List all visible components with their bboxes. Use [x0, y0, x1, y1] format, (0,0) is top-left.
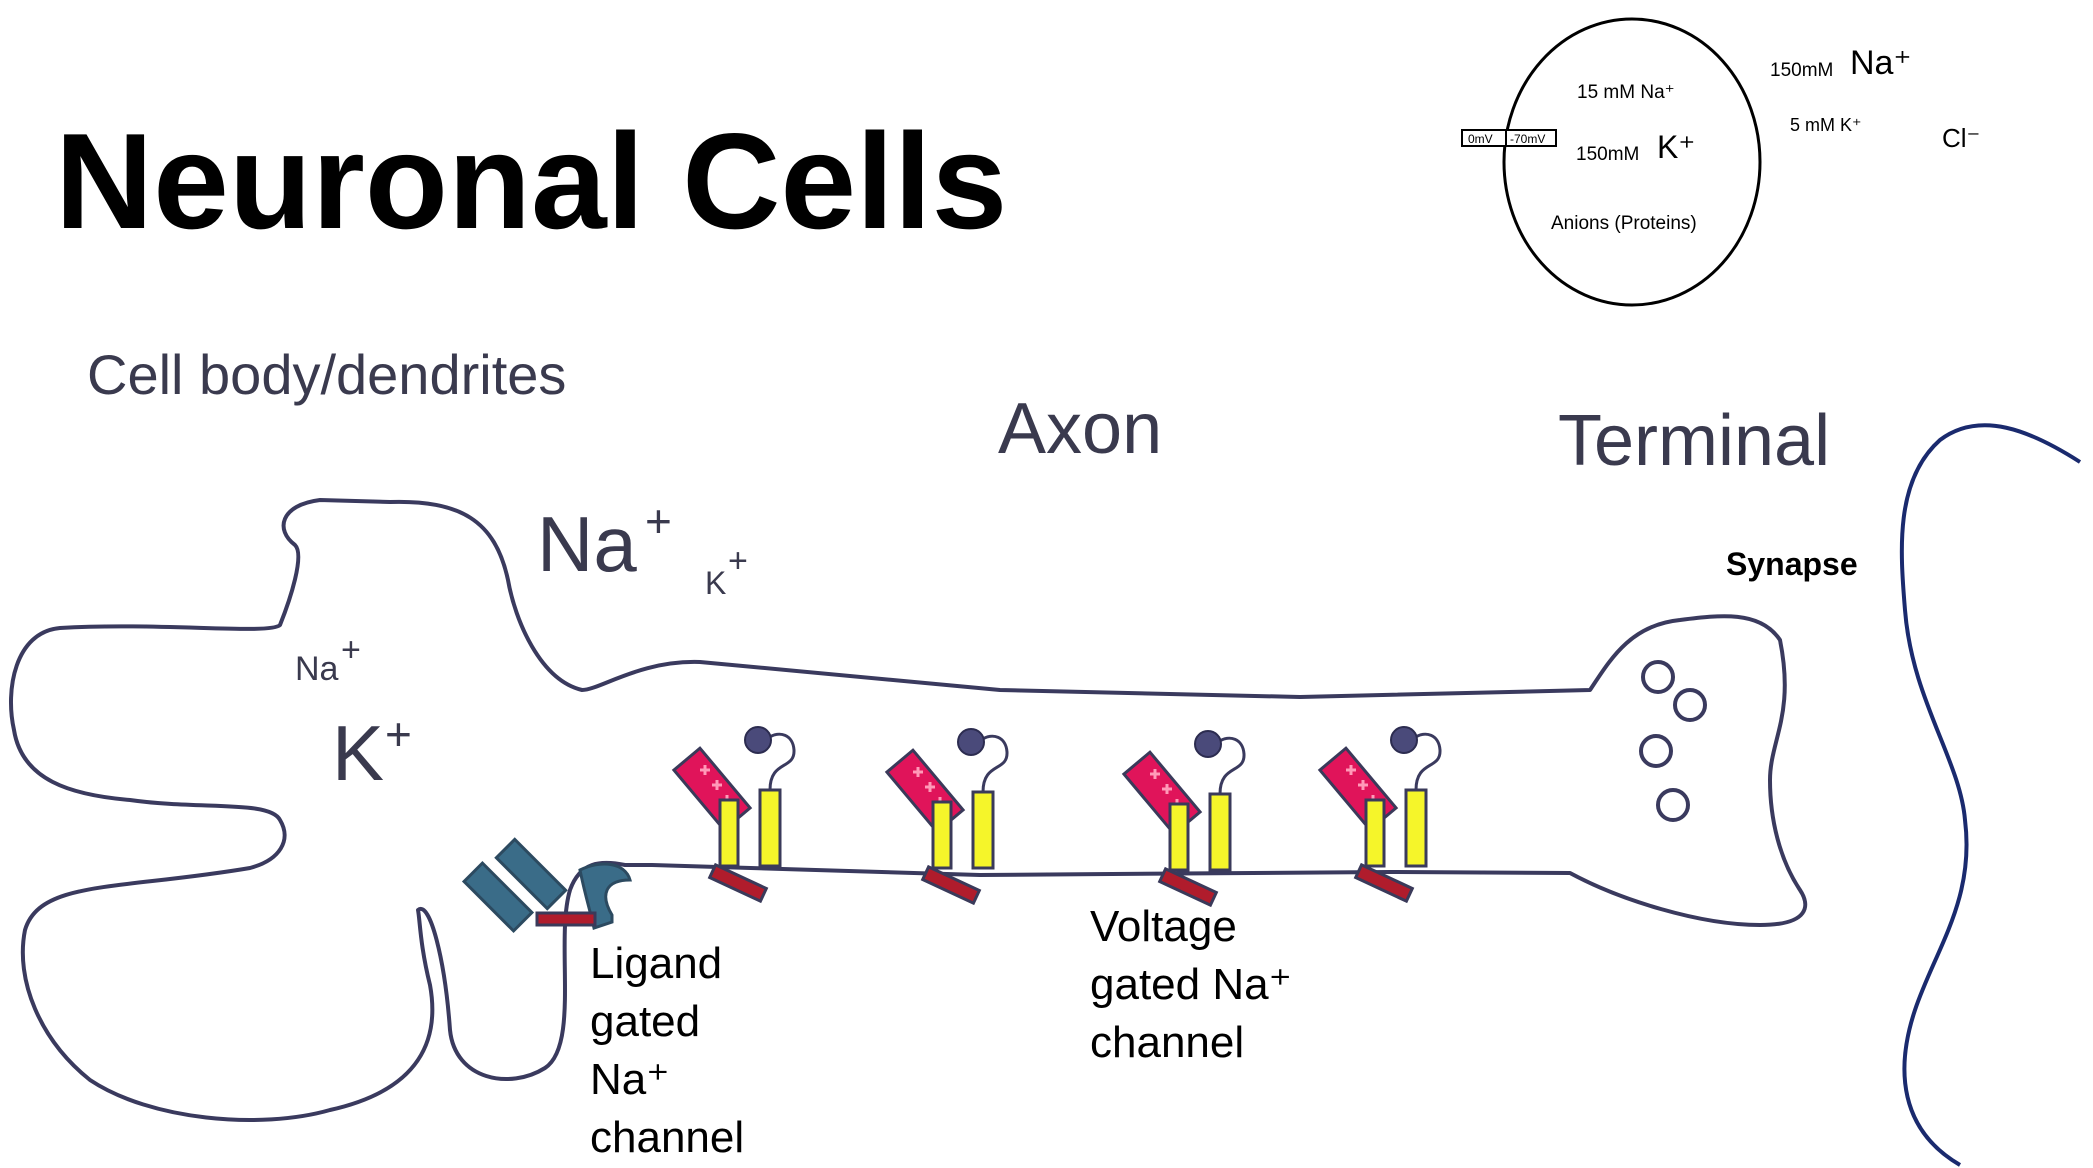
voltage-sensor-charges [700, 765, 732, 805]
channel-base [1157, 866, 1219, 908]
voltage-channel-label: Voltage gated Na⁺ channel [1090, 902, 1292, 1067]
pore-segment [718, 798, 740, 868]
voltage-sensor-charges [913, 767, 945, 807]
pore-segment [1364, 798, 1386, 868]
outside-k-charge: + [728, 542, 748, 580]
inactivation-ball [957, 728, 985, 756]
ligand-label-line: gated [590, 997, 700, 1046]
inside-k-charge: + [385, 708, 412, 760]
synapse-label: Synapse [1726, 546, 1858, 582]
ligand-label-line: Na⁺ [590, 1055, 669, 1104]
ligand-channel-subunit [461, 860, 535, 934]
voltage-label-line: Voltage [1090, 902, 1237, 951]
pore-segment [1208, 792, 1232, 872]
channel-base [1353, 862, 1415, 904]
ligand-channel-label: Ligand gated Na⁺ channel [590, 939, 744, 1162]
vesicle [1639, 734, 1673, 768]
inside-na-ion: Na [295, 650, 339, 688]
terminal-label: Terminal [1558, 401, 1830, 481]
synaptic-vesicles [1639, 660, 1707, 822]
ligand-gated-na-channel [461, 837, 632, 934]
pore-segment [1404, 788, 1428, 868]
inset-na-outside-amount: 150mM [1770, 60, 1833, 81]
inset-cell-membrane [1502, 17, 1762, 307]
inactivation-ball [1194, 730, 1222, 758]
voltage-label-line: channel [1090, 1018, 1244, 1067]
voltage-sensor-charges [1150, 769, 1182, 809]
pore-segment [971, 790, 995, 870]
inactivation-linker [1217, 736, 1246, 795]
voltage-gated-na-channel [671, 726, 796, 904]
inset-na-inside: 15 mM Na⁺ [1577, 82, 1675, 103]
pore-segment [758, 788, 782, 868]
inset-voltmeter: 0mV -70mV [1461, 129, 1557, 147]
voltage-label-line: gated Na⁺ [1090, 960, 1292, 1009]
channel-base [920, 864, 982, 906]
ligand-label-line: channel [590, 1113, 744, 1162]
inset-na-outside-ion: Na⁺ [1850, 44, 1911, 82]
inset-k-inside-amount: 150mM [1576, 144, 1639, 165]
voltage-sensor-charges [1346, 765, 1378, 805]
pore-segment [1168, 802, 1190, 872]
inset-k-outside: 5 mM K⁺ [1790, 115, 1862, 135]
vesicle [1673, 688, 1707, 722]
axon-label: Axon [998, 389, 1162, 469]
vesicle [1641, 660, 1675, 694]
inactivation-linker [767, 732, 796, 791]
pore-segment [931, 800, 953, 870]
voltage-gated-na-channel [1317, 726, 1442, 904]
inactivation-linker [1413, 732, 1442, 791]
inactivation-ball [744, 726, 772, 754]
vesicle [1656, 788, 1690, 822]
inside-na-charge: + [341, 631, 361, 669]
voltage-gated-na-channel [1121, 730, 1246, 908]
voltage-gated-na-channel [884, 728, 1009, 906]
inset-anions: Anions (Proteins) [1551, 213, 1697, 234]
voltmeter-zero: 0mV [1468, 132, 1493, 146]
voltmeter-resting: -70mV [1510, 132, 1545, 146]
outside-na-charge: + [645, 495, 672, 547]
page-title: Neuronal Cells [55, 105, 1007, 257]
inset-cell-diagram: 15 mM Na⁺ 150mM K⁺ Anions (Proteins) 0mV… [1461, 17, 1980, 307]
inside-k-ion: K [332, 709, 384, 797]
inactivation-ball [1390, 726, 1418, 754]
neuron-membrane [9, 498, 1808, 1122]
inactivation-linker [980, 734, 1009, 793]
ligand-channel-base [535, 911, 597, 927]
inset-cl: Cl⁻ [1942, 123, 1980, 153]
cell-body-label: Cell body/dendrites [87, 343, 566, 406]
outside-k-ion: K [705, 565, 726, 601]
channel-base [707, 862, 769, 904]
inset-k-inside-ion: K⁺ [1657, 129, 1695, 165]
postsynaptic-membrane [1899, 423, 2082, 1167]
outside-na-ion: Na [537, 500, 637, 588]
ligand-channel-subunit [494, 837, 568, 911]
ligand-label-line: Ligand [590, 939, 722, 988]
